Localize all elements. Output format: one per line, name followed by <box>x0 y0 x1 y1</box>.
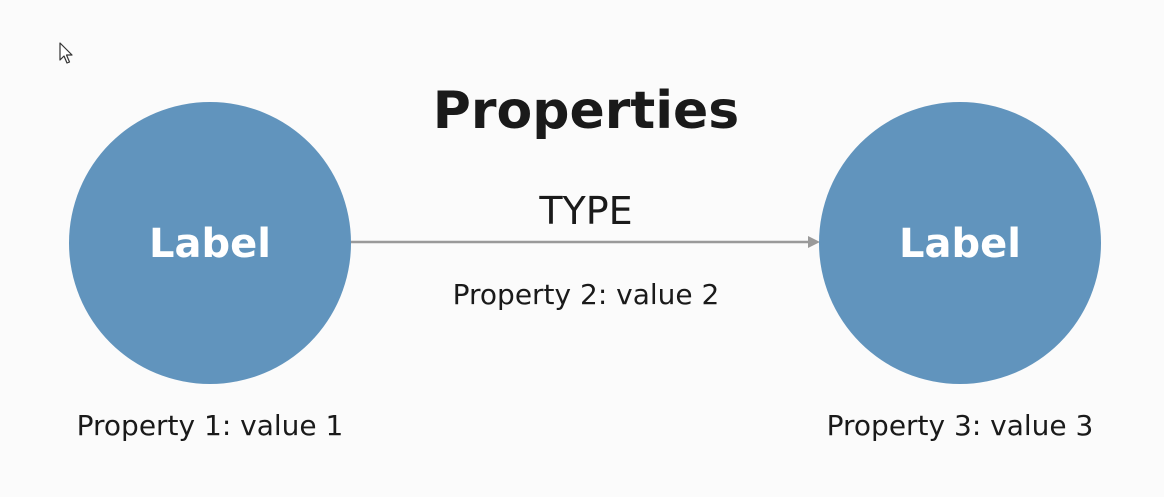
node-right-circle <box>819 102 1101 384</box>
relationship-property: Property 2: value 2 <box>453 278 720 311</box>
relationship-arrow <box>350 236 820 248</box>
node-right: Label <box>819 102 1101 384</box>
node-left: Label <box>69 102 351 384</box>
node-right-label: Label <box>899 221 1021 267</box>
node-right-property: Property 3: value 3 <box>827 409 1094 442</box>
relationship-type: TYPE <box>538 189 632 233</box>
node-left-property: Property 1: value 1 <box>77 409 344 442</box>
node-left-circle <box>69 102 351 384</box>
mouse-pointer-icon <box>59 42 73 64</box>
relationship-arrowhead <box>808 236 820 248</box>
diagram-title: Properties <box>433 81 740 141</box>
node-left-label: Label <box>149 221 271 267</box>
